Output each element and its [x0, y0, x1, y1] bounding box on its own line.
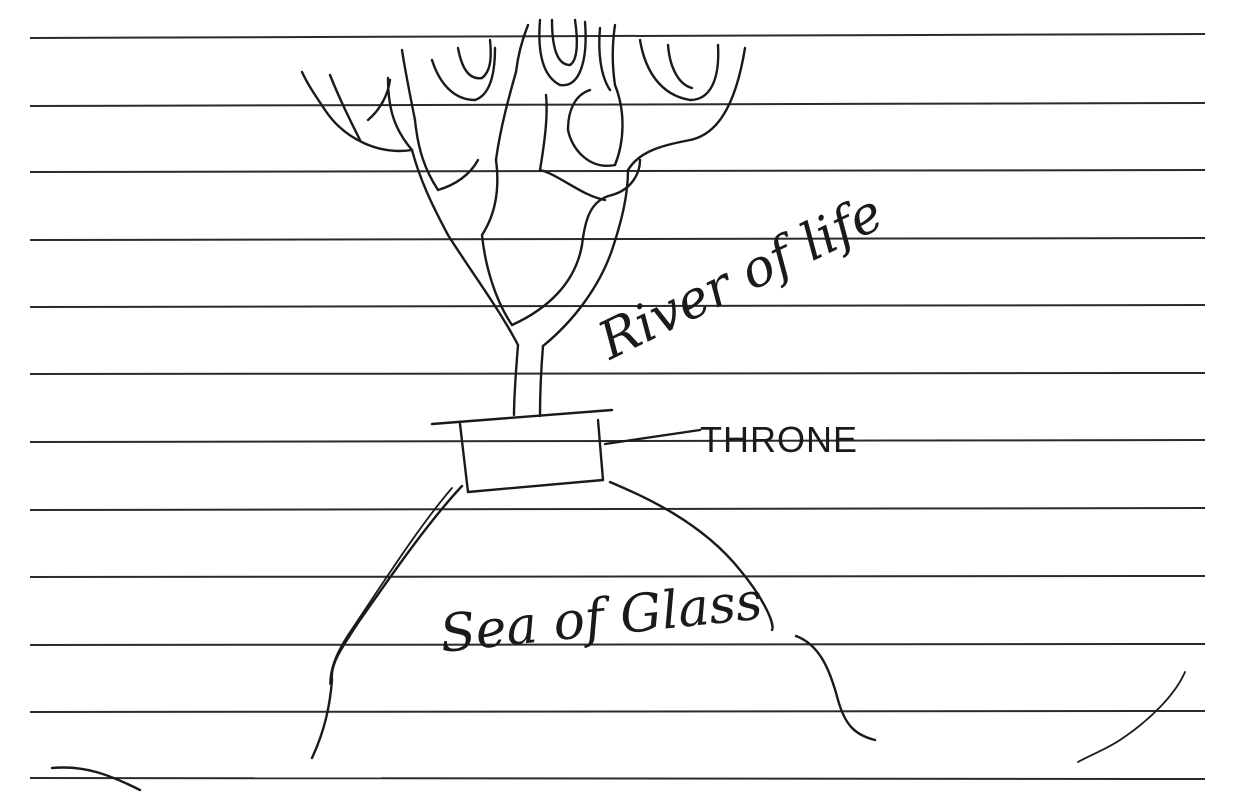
throne-drawing — [432, 410, 700, 492]
river-of-life-drawing — [302, 20, 745, 416]
throne-label: THRONE — [700, 419, 858, 460]
ruled-lines — [30, 34, 1205, 779]
river-of-life-label: River of life — [588, 183, 892, 372]
sea-of-glass-label: Sea of Glass — [437, 571, 765, 664]
